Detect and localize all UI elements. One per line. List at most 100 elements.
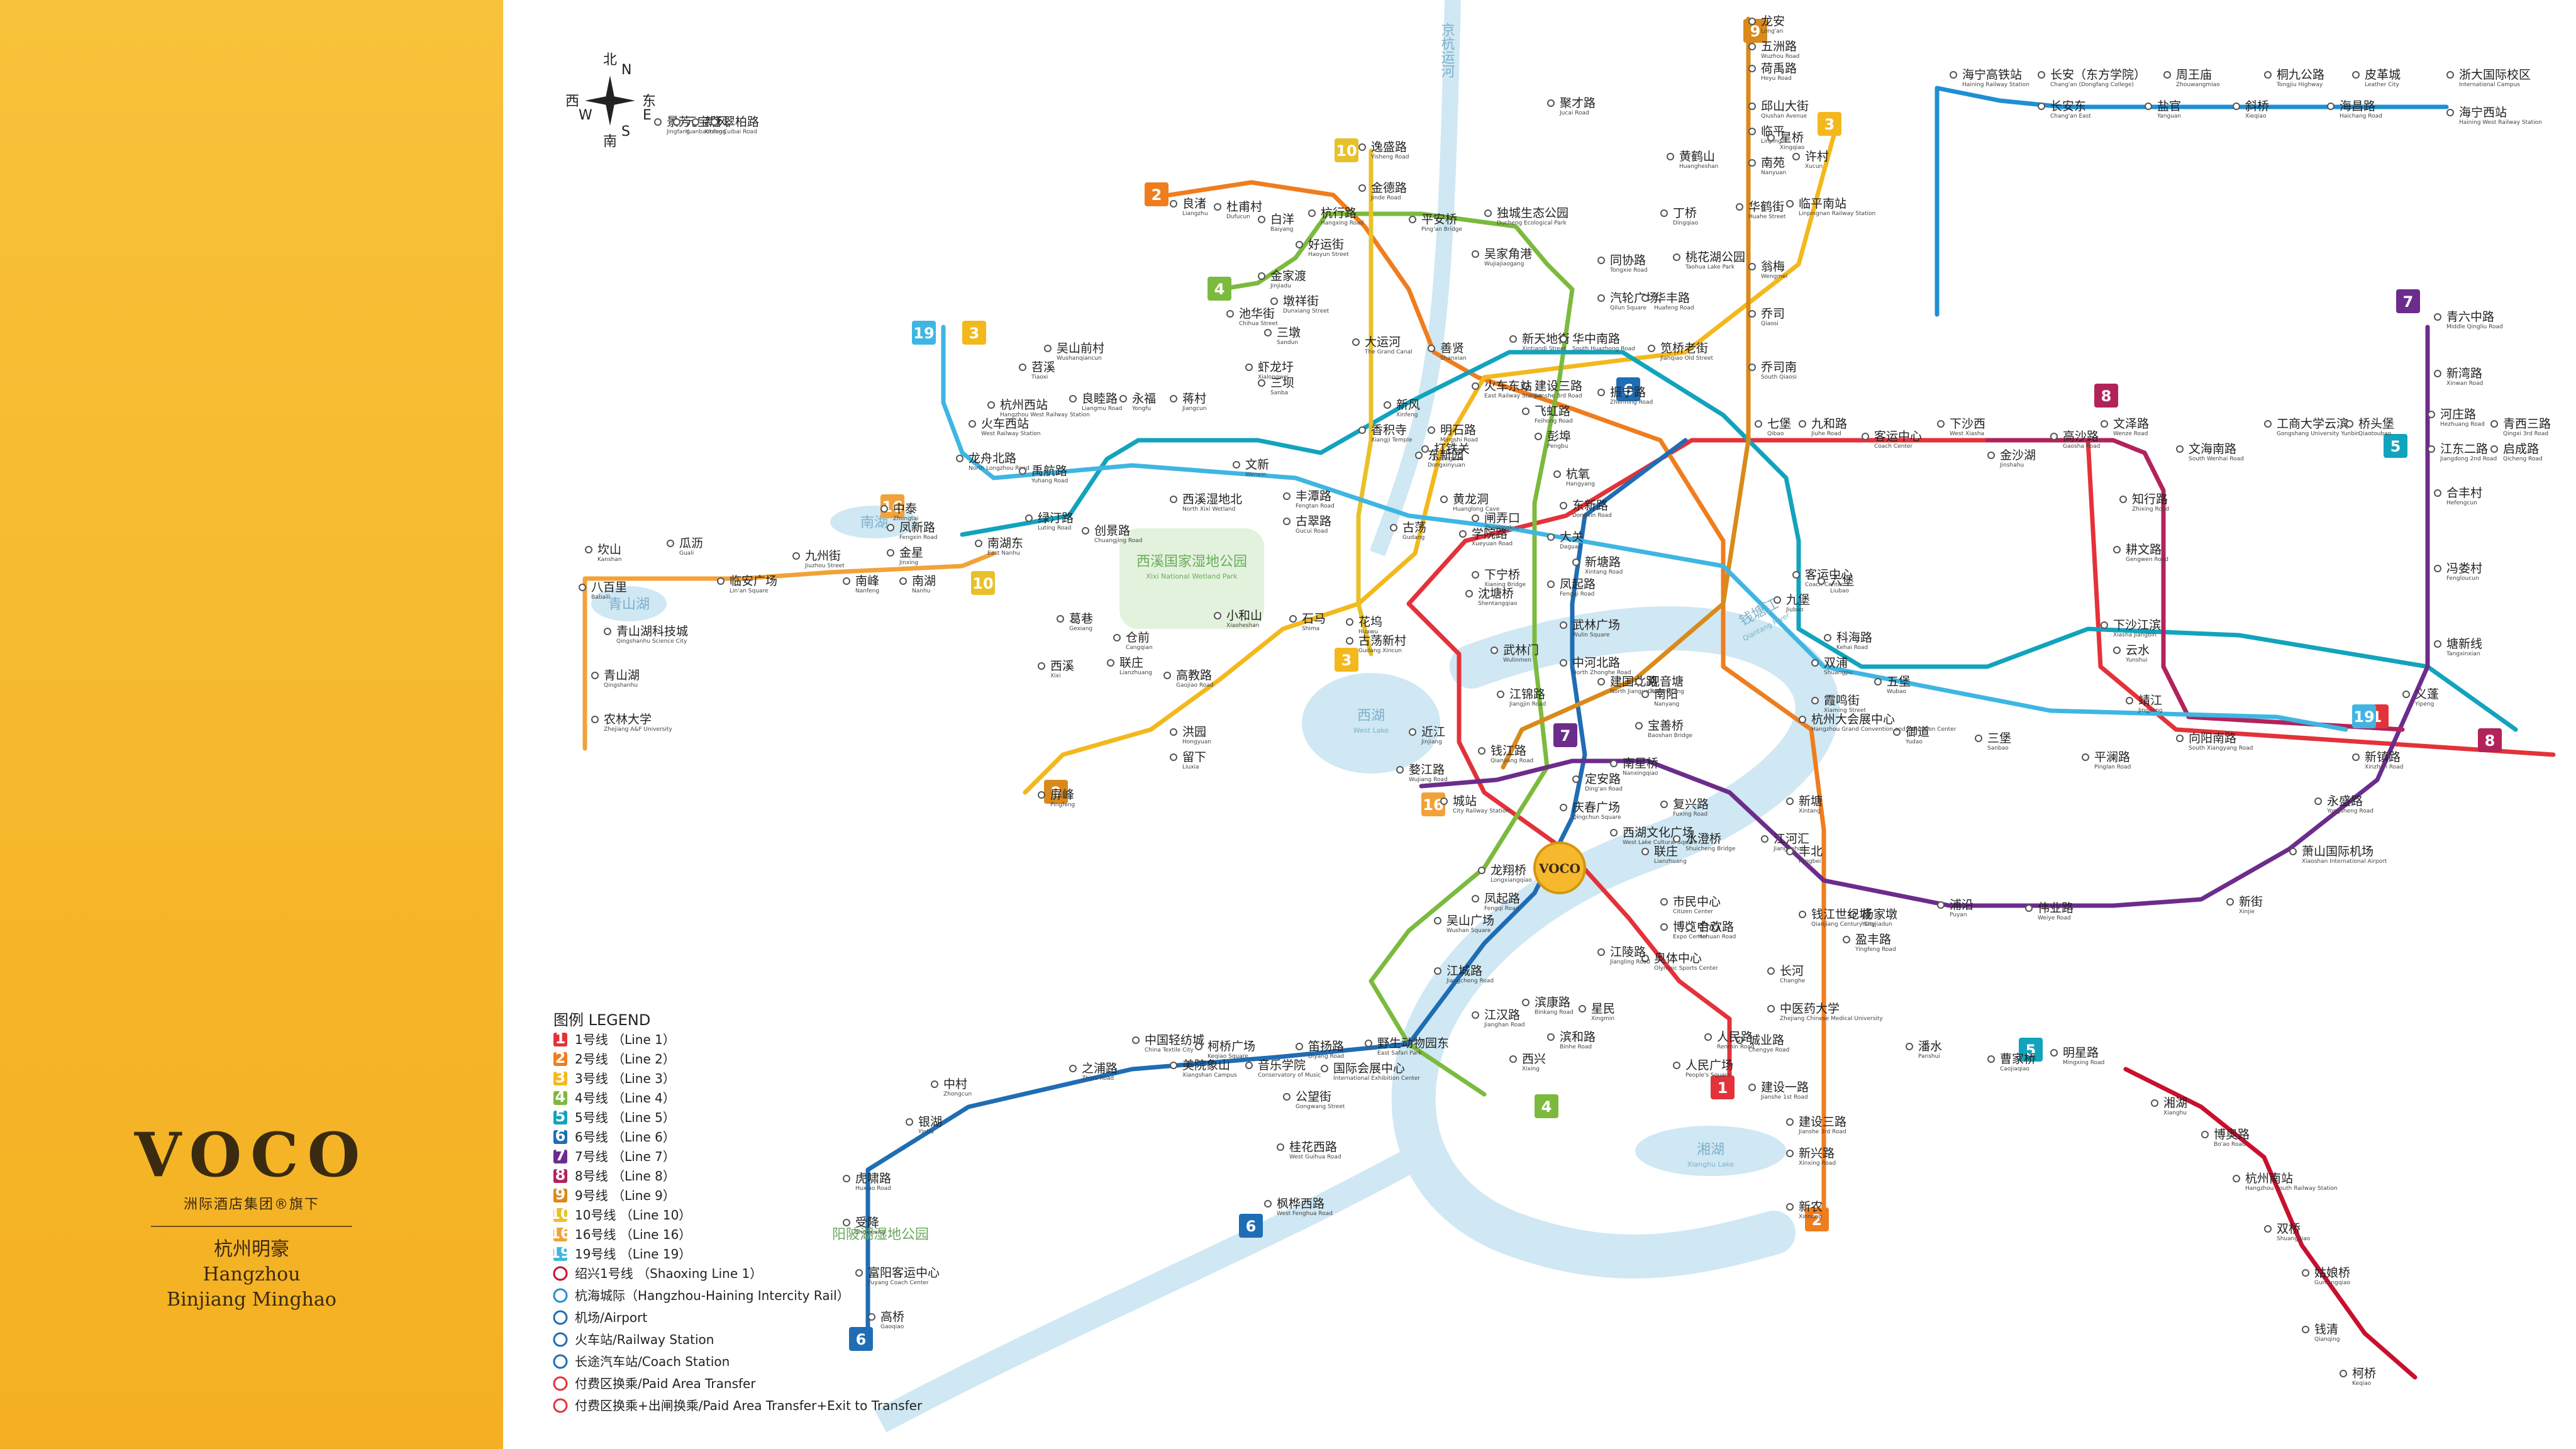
line-6-path[interactable] (865, 438, 1688, 1342)
line-badge-10[interactable]: 10 (1335, 138, 1358, 162)
line-10-path[interactable] (1356, 148, 1374, 657)
line-badge-19[interactable]: 19 (912, 321, 936, 345)
line-badge-8[interactable]: 8 (2478, 728, 2502, 752)
line-8-path[interactable] (1985, 438, 2405, 732)
line-badge-1[interactable]: 1 (1711, 1075, 1735, 1099)
line-badge-8[interactable]: 8 (2094, 384, 2118, 408)
line-9-path[interactable] (1501, 16, 1751, 770)
line-badge-6[interactable]: 6 (1616, 377, 1640, 401)
line-badge-3[interactable]: 3 (1818, 112, 1841, 136)
line-badge-6[interactable]: 6 (849, 1327, 873, 1351)
line-badge-7[interactable]: 7 (1553, 723, 1577, 747)
